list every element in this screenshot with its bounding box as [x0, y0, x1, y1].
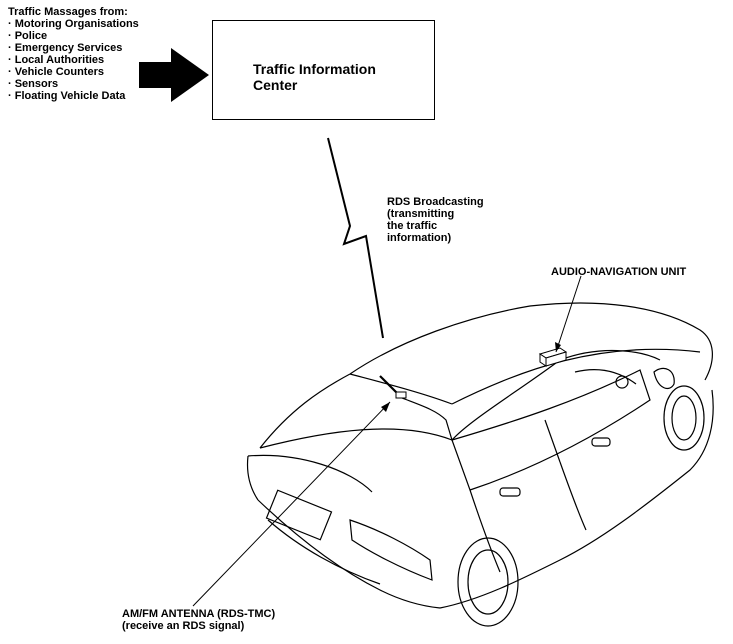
sources-heading: Traffic Massages from:	[8, 6, 128, 18]
traffic-sources-list: Traffic Massages from: · Motoring Organi…	[8, 6, 139, 102]
rds-broadcast-label: RDS Broadcasting (transmitting the traff…	[387, 196, 484, 244]
antenna-base	[395, 391, 407, 399]
source-item: · Floating Vehicle Data	[8, 90, 126, 102]
broadcast-signal-icon	[327, 137, 384, 339]
navigation-unit-icon	[538, 347, 568, 367]
antenna-label-line2: (receive an RDS signal)	[122, 620, 245, 632]
source-item: · Emergency Services	[8, 42, 123, 54]
antenna-label-line1: AM/FM ANTENNA (RDS-TMC)	[122, 608, 276, 620]
rds-line4: information)	[387, 232, 452, 244]
navigation-unit-label: AUDIO-NAVIGATION UNIT	[551, 266, 687, 278]
traffic-information-center-box: Traffic Information Center	[212, 20, 435, 120]
source-item: · Sensors	[8, 78, 59, 90]
rds-line3: the traffic	[387, 220, 438, 232]
antenna-leader-line	[192, 401, 391, 607]
source-item: · Police	[8, 30, 48, 42]
nav-leader-line	[555, 275, 582, 353]
source-item: · Motoring Organisations	[8, 18, 139, 30]
antenna-label: AM/FM ANTENNA (RDS-TMC) (receive an RDS …	[122, 608, 275, 632]
source-item: · Local Authorities	[8, 54, 105, 66]
input-arrow-icon	[139, 48, 209, 102]
center-label-line1: Traffic Information	[253, 61, 376, 77]
center-label-line2: Center	[253, 77, 298, 93]
rds-line1: RDS Broadcasting	[387, 196, 484, 208]
car-illustration	[246, 302, 714, 627]
source-item: · Vehicle Counters	[8, 66, 104, 78]
center-label: Traffic Information Center	[253, 61, 376, 93]
rds-line2: (transmitting	[387, 208, 455, 220]
